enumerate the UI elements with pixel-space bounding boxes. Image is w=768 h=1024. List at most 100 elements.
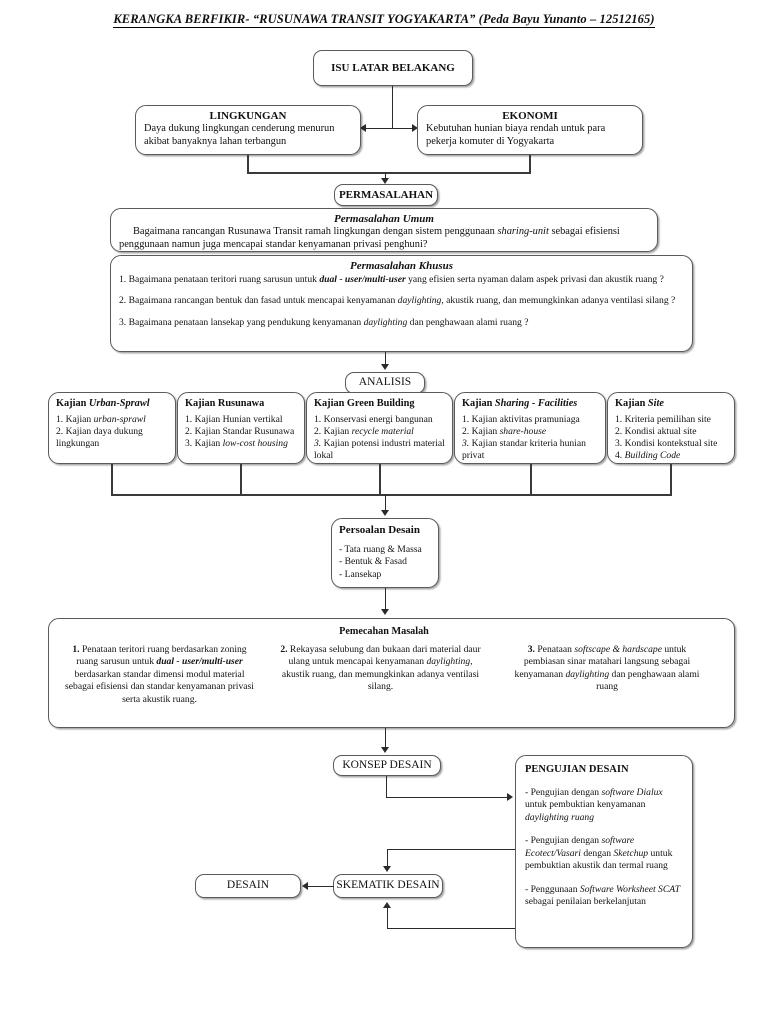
connector-pengujian-mid-left [387,849,515,851]
arrow-to-skematik-top [383,866,391,872]
pm0-num: 1. [72,644,80,655]
pk-q2-em: daylighting [397,295,442,307]
page-title-text: KERANGKA BERFIKIR- “RUSUNAWA TRANSIT YOG… [113,12,655,28]
node-analisis[interactable]: ANALISIS [345,372,425,394]
connector-khusus-down [385,352,387,366]
permasalahan-khusus-heading: Permasalahan Khusus [349,260,453,272]
analysis-items: 1. Kajian Hunian vertikal 2. Kajian Stan… [185,414,298,450]
heading-a: Kajian [56,398,89,409]
pk-question-2: 2. Bagaimana rancangan bentuk dan fasad … [119,295,684,307]
list-item: 3. Kajian standar kriteria hunian privat [462,437,586,461]
arrow-to-desain [302,882,308,890]
pm2-a: Penataan [534,644,575,655]
connector-konsep-down [386,776,388,798]
lingkungan-heading: LINGKUNGAN [209,110,287,122]
pu-text-1: Bagaimana rancangan Rusunawa Transit ram… [133,226,498,237]
node-isu-latar-belakang[interactable]: ISU LATAR BELAKANG [313,50,473,86]
list-item: 1. Konservasi energi bangunan [314,414,433,425]
list-item: 1. Kajian urban-sprawl [56,414,146,425]
list-item: 3. Kajian potensi industri material loka… [314,437,445,461]
list-item: 1. Kajian aktivitas pramuniaga [462,414,580,425]
connector-ekonomi-down [529,155,531,173]
analysis-items: 1. Konservasi energi bangunan 2. Kajian … [314,414,446,462]
node-ekonomi[interactable]: EKONOMI Kebutuhan hunian biaya rendah un… [417,105,643,155]
pengujian-heading: PENGUJIAN DESAIN [525,764,629,775]
pm1-a: Rekayasa selubung dan bukaan dari materi… [287,644,481,668]
node-pemecahan-masalah[interactable] [48,618,735,728]
pk-q3-b: dan penghawaan alami ruang ? [407,316,529,328]
analysis-heading: Kajian Urban-Sprawl [56,398,169,409]
arrow-to-analisis [381,364,389,370]
connector-pengujian-bottom-up [387,908,389,929]
connector-ana3-down [530,464,532,495]
skematik-label: SKEMATIK DESAIN [336,879,440,892]
persoalan-item: - Bentuk & Fasad [339,556,407,568]
connector-pengujian-bottom-left [387,928,515,930]
list-item: 3. Kajian low-cost housing [185,437,288,449]
heading-a: Kajian [462,398,495,409]
persoalan-item: - Tata ruang & Massa [339,544,422,555]
heading-em: Site [647,398,664,409]
connector-ana2-down [379,464,381,495]
node-desain[interactable]: DESAIN [195,874,301,898]
list-item: 2. Kajian share-house [462,425,547,437]
list-item: 1. Kriteria pemilihan site [615,414,711,425]
node-permasalahan-khusus[interactable]: Permasalahan Khusus 1. Bagaimana penataa… [110,255,693,352]
node-pengujian-desain[interactable]: PENGUJIAN DESAIN - Pengujian dengan soft… [515,755,693,948]
pk-question-3: 3. Bagaimana penataan lansekap yang pend… [119,317,684,329]
arrow-to-lingkungan [360,124,366,132]
analysis-items: 1. Kriteria pemilihan site 2. Kondisi ak… [615,414,728,462]
node-permasalahan[interactable]: PERMASALAHAN [334,184,438,206]
pemecahan-heading: Pemecahan Masalah [339,626,429,637]
analysis-column-green-building[interactable]: Kajian Green Building 1. Konservasi ener… [306,392,453,464]
pk-q3-em: daylighting [363,316,408,328]
pemecahan-item-3: 3. Penataan softscape & hardscape untuk … [512,644,702,694]
ekonomi-heading: EKONOMI [502,110,558,122]
page-title: KERANGKA BERFIKIR- “RUSUNAWA TRANSIT YOG… [0,12,768,28]
analysis-column-sharing-facilities[interactable]: Kajian Sharing - Facilities 1. Kajian ak… [454,392,606,464]
pk-q1-a: 1. Bagaimana penataan teritori ruang sar… [119,274,320,285]
persoalan-item: - Lansekap [339,568,382,580]
pemecahan-item-2: 2. Rekayasa selubung dan bukaan dari mat… [278,644,483,694]
connector-pengujian-mid-down [387,849,389,868]
connector-ana0-down [111,464,113,495]
analysis-column-site[interactable]: Kajian Site 1. Kriteria pemilihan site 2… [607,392,735,464]
analysis-items: 1. Kajian aktivitas pramuniaga 2. Kajian… [462,414,599,462]
node-permasalahan-umum[interactable]: Permasalahan Umum Bagaimana rancangan Ru… [110,208,658,252]
arrow-to-pengujian [507,793,513,801]
analysis-column-rusunawa[interactable]: Kajian Rusunawa 1. Kajian Hunian vertika… [177,392,305,464]
pk-q1-b: yang efisien serta nyaman dalam aspek pr… [405,274,664,285]
analisis-label: ANALISIS [358,376,412,389]
list-item: 1. Kajian Hunian vertikal [185,414,283,425]
konsep-label: KONSEP DESAIN [342,758,432,771]
analysis-items: 1. Kajian urban-sprawl 2. Kajian daya du… [56,414,169,450]
pk-q3-a: 3. Bagaimana penataan lansekap yang pend… [119,316,364,328]
pengujian-item: - Penggunaan Software Worksheet SCAT seb… [525,883,681,908]
list-item: 3. Kondisi kontekstual site [615,437,718,449]
list-item: 2. Kajian recycle material [314,425,414,437]
connector-ana4-down [670,464,672,495]
connector-analysis-merge-down [385,494,387,512]
permasalahan-label: PERMASALAHAN [338,188,434,201]
connector-merge-down [385,172,387,180]
analysis-column-urban-sprawl[interactable]: Kajian Urban-Sprawl 1. Kajian urban-spra… [48,392,176,464]
pm1-b: , akustik ruang, dan memungkinkan adanya… [281,656,480,693]
node-skematik-desain[interactable]: SKEMATIK DESAIN [333,874,443,898]
node-persoalan-desain[interactable]: Persoalan Desain - Tata ruang & Massa - … [331,518,439,588]
pu-text-2: sebagai efisiensi penggunaan namun juga … [119,226,620,251]
node-isu-label: ISU LATAR BELAKANG [331,61,455,74]
node-konsep-desain[interactable]: KONSEP DESAIN [333,755,441,776]
lingkungan-body: Daya dukung lingkungan cenderung menurun… [144,123,335,148]
pengujian-item: - Pengujian dengan software Ecotect/Vasa… [525,835,673,872]
pk-q2-a: 2. Bagaimana rancangan bentuk dan fasad … [119,295,398,307]
list-item: 2. Kondisi aktual site [615,425,697,437]
pm0-a: Penataan teritori ruang berdasarkan zoni… [76,644,247,668]
pemecahan-item-1: 1. Penataan teritori ruang berdasarkan z… [62,644,257,706]
pu-em-1: sharing-unit [497,226,549,237]
permasalahan-umum-heading: Permasalahan Umum [334,213,434,225]
pm2-em: softscape & hardscape [574,644,662,655]
connector-skematik-to-desain [308,886,334,888]
node-lingkungan[interactable]: LINGKUNGAN Daya dukung lingkungan cender… [135,105,361,155]
pk-question-1: 1. Bagaimana penataan teritori ruang sar… [119,274,684,286]
heading-a: Kajian Rusunawa [185,398,265,409]
